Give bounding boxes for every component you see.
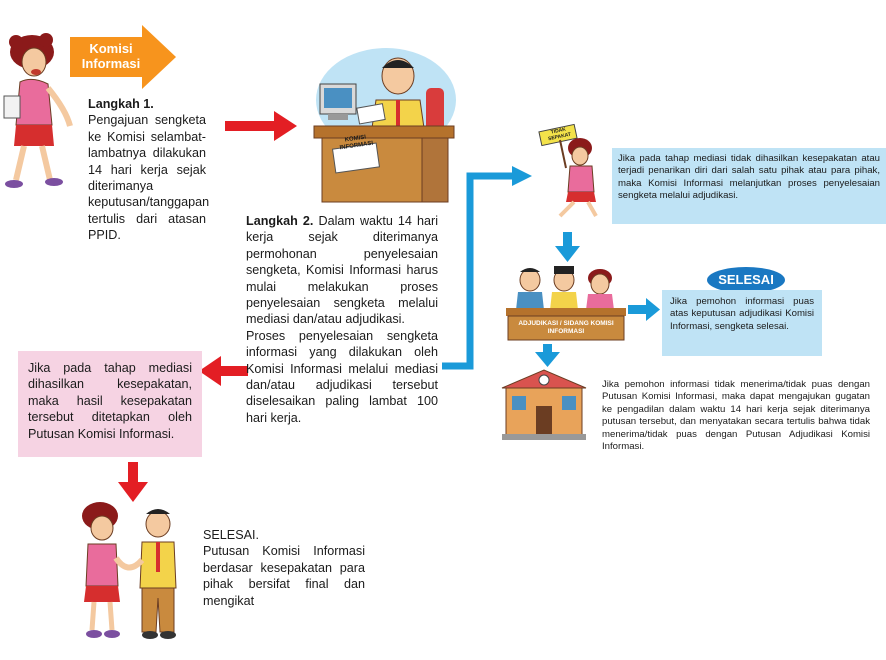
mediation-agreed-box: Jika pada tahap mediasi dihasilkan kesep…	[18, 351, 202, 457]
step2-block: Langkah 2. Dalam waktu 14 hari kerja sej…	[246, 213, 438, 426]
mediation-failed-box: Jika pada tahap mediasi tidak dihasilkan…	[612, 148, 886, 224]
arrow-down-blue-icon-2	[535, 344, 560, 367]
selesai-badge-shape	[707, 267, 785, 293]
protesting-woman-illustration	[538, 123, 598, 218]
arrow-down-red-icon	[118, 462, 148, 502]
komisi-banner-arrow-icon	[70, 25, 176, 89]
satisfied-box: Jika pemohon informasi puas atas keputus…	[662, 290, 822, 356]
final-left-text: Putusan Komisi Informasi berdasar kesepa…	[203, 544, 365, 608]
step2-text2: Proses penyelesaian sengketa informasi y…	[246, 328, 438, 425]
final-left-title: SELESAI.	[203, 528, 260, 542]
court-building-illustration	[501, 369, 587, 440]
step1-text: Pengajuan sengketa ke Komisi selambat-la…	[88, 113, 210, 243]
arrow-down-blue-icon	[555, 232, 580, 262]
step1-block: Langkah 1. Pengajuan sengketa ke Komisi …	[88, 96, 210, 244]
satisfied-text: Jika pemohon informasi puas atas keputus…	[670, 296, 814, 332]
step2-heading: Langkah 2.	[246, 214, 314, 228]
arrow-left-red-icon	[199, 356, 248, 386]
step1-heading: Langkah 1.	[88, 97, 154, 111]
selesai-badge: SELESAI	[718, 272, 774, 287]
step2-text1: Dalam waktu 14 hari kerja sejak diterima…	[246, 214, 439, 327]
mediation-agreed-text: Jika pada tahap mediasi dihasilkan kesep…	[28, 361, 192, 441]
arrow-right-blue-icon	[628, 298, 660, 321]
adjudication-sign: ADJUDIKASI / SIDANG KOMISI INFORMASI	[518, 320, 614, 335]
banner-label: Komisi Informasi	[81, 41, 141, 71]
adjudication-panel-illustration	[506, 266, 626, 341]
arrow-elbow-blue-icon	[442, 166, 532, 370]
final-left-block: SELESAI. Putusan Komisi Informasi berdas…	[203, 527, 365, 609]
arrow-right-red-icon	[225, 111, 297, 141]
official-at-desk-illustration	[313, 48, 456, 203]
not-satisfied-text: Jika pemohon informasi tidak menerima/ti…	[602, 379, 870, 453]
handshake-illustration	[82, 502, 177, 639]
woman-applicant-illustration	[3, 33, 73, 188]
mediation-failed-text: Jika pada tahap mediasi tidak dihasilkan…	[618, 153, 880, 202]
